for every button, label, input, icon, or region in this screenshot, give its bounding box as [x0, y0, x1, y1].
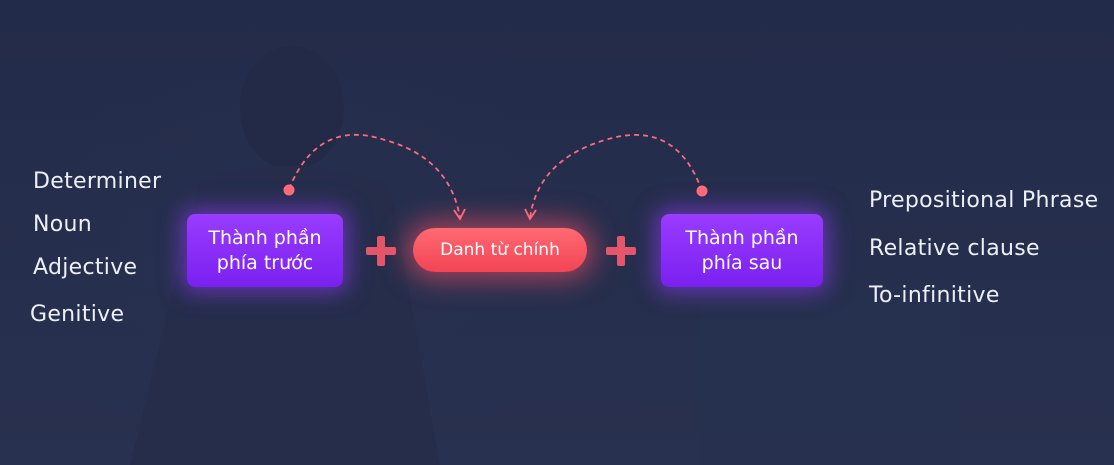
head-noun-label: Danh từ chính — [440, 240, 560, 260]
back-modifier-box: Thành phần phía sau — [661, 214, 823, 287]
arc-origin-dot — [696, 185, 708, 197]
arc-origin-dot — [283, 184, 295, 196]
left-list-item: Determiner — [33, 169, 162, 194]
front-modifier-line2: phía trước — [216, 251, 314, 274]
right-list-item: Relative clause — [869, 236, 1040, 261]
left-list-item: Adjective — [33, 255, 138, 280]
right-list-item: Prepositional Phrase — [869, 188, 1099, 213]
left-list-item: Noun — [33, 212, 93, 237]
arrowhead-icon — [524, 208, 537, 221]
right-list-item: To-infinitive — [869, 283, 1000, 308]
back-modifier-line2: phía sau — [701, 251, 783, 274]
front-modifier-box: Thành phần phía trước — [187, 214, 343, 287]
arc-arrow-back — [529, 134, 703, 219]
head-noun-pill: Danh từ chính — [413, 228, 587, 272]
back-modifier-line1: Thành phần — [685, 226, 799, 249]
front-modifier-line1: Thành phần — [208, 226, 322, 249]
plus-icon — [604, 234, 638, 268]
arrowhead-icon — [453, 208, 466, 221]
left-list-item: Genitive — [30, 302, 125, 327]
arc-arrow-front — [288, 133, 461, 219]
plus-icon — [364, 234, 398, 268]
